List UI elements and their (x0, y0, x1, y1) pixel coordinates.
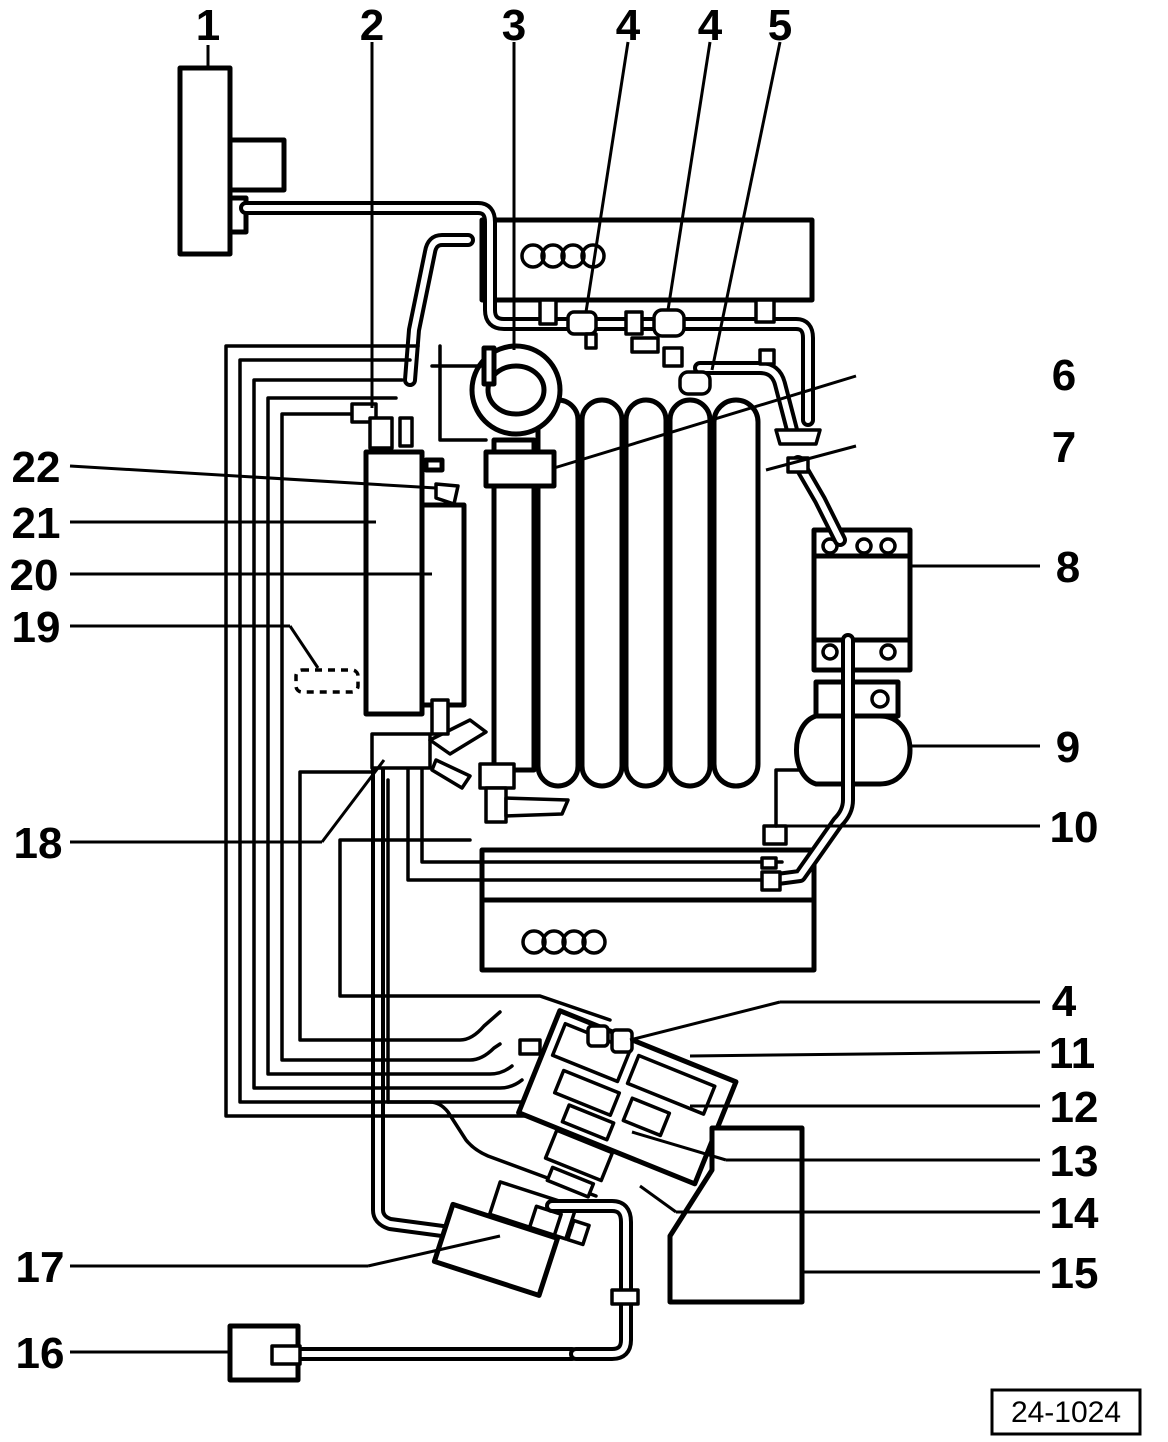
connector-5 (662, 298, 776, 396)
callout-18: 18 (14, 819, 63, 868)
valve-cluster-11-14 (516, 1008, 739, 1199)
engine-upper-housing (479, 217, 815, 303)
callout-12: 12 (1050, 1083, 1099, 1132)
callout-2: 2 (360, 1, 384, 50)
component-19-dashed (294, 668, 360, 694)
throttle-body-3 (469, 343, 563, 437)
component-15-box (667, 1125, 805, 1305)
component-16-box (227, 1323, 302, 1383)
callout-3: 3 (502, 1, 526, 50)
valve-17 (431, 1180, 640, 1361)
callout-22: 22 (12, 443, 61, 492)
callout-4a: 4 (616, 1, 641, 50)
figure-id: 24-1024 (1011, 1396, 1121, 1429)
callout-11: 11 (1049, 1029, 1096, 1078)
callout-16: 16 (16, 1329, 65, 1378)
callout-7: 7 (1052, 423, 1076, 472)
callout-10: 10 (1050, 803, 1099, 852)
callout-15: 15 (1050, 1249, 1099, 1298)
callout-14: 14 (1050, 1189, 1099, 1238)
check-valve-4-right (624, 308, 686, 354)
engine-lower-housing (479, 847, 817, 973)
callout-8: 8 (1056, 543, 1080, 592)
callout-4c: 4 (1052, 977, 1077, 1026)
callout-6: 6 (1052, 351, 1076, 400)
component-1-box (177, 65, 287, 257)
fitting-22 (434, 482, 460, 506)
callout-20: 20 (10, 551, 59, 600)
component-8-block (811, 527, 913, 673)
component-6 (483, 449, 557, 489)
fitting-10 (760, 768, 802, 892)
callout-19: 19 (12, 603, 61, 652)
check-valve-4-left (538, 298, 598, 350)
vacuum-line-bundle (224, 344, 784, 1198)
callout-17: 17 (16, 1243, 65, 1292)
intake-manifold-runners (491, 397, 761, 789)
callout-9: 9 (1056, 723, 1080, 772)
callout-21: 21 (12, 499, 61, 548)
check-valve-4-lower (518, 1024, 634, 1056)
component-20-21 (363, 449, 467, 717)
callout-5: 5 (768, 1, 792, 50)
vacuum-hoses (239, 201, 855, 1361)
callout-4b: 4 (698, 1, 723, 50)
figure-reference: 24-1024 (990, 1388, 1142, 1436)
callout-1: 1 (196, 1, 220, 50)
callout-13: 13 (1050, 1137, 1099, 1186)
callout-labels: 1 2 3 4 4 5 6 7 8 9 10 11 12 13 14 15 16… (10, 1, 1099, 1378)
connector-2 (350, 402, 414, 450)
leader-lines (69, 41, 1041, 1354)
